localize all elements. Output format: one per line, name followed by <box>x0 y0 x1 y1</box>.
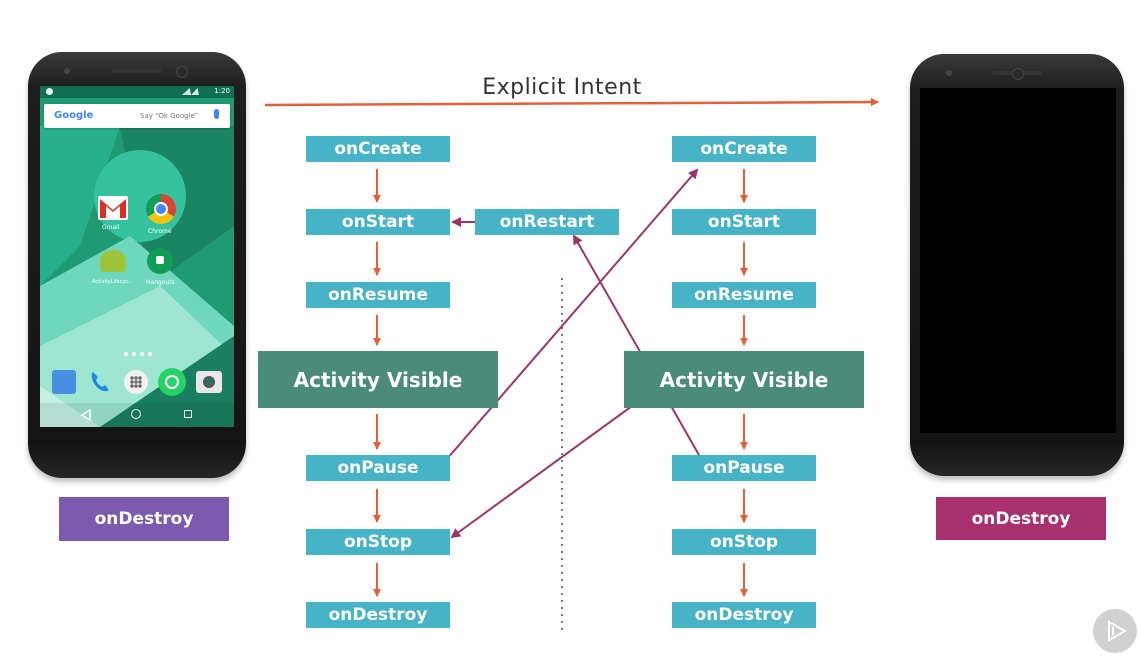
signal-icons <box>182 88 208 95</box>
gmail-icon[interactable] <box>98 196 128 220</box>
activity-b-onpause: onPause <box>672 455 816 481</box>
left-phone-speaker <box>112 69 162 73</box>
status-bar: 1:20 <box>40 86 234 98</box>
explicit-intent-arrow <box>264 98 879 107</box>
google-search-bar[interactable]: Google Say "Ok Google" <box>44 104 230 128</box>
right-phone-sensor <box>946 70 952 76</box>
back-icon[interactable] <box>80 409 92 421</box>
android-app-icon[interactable] <box>100 250 126 272</box>
notification-icon <box>46 88 53 95</box>
recents-icon[interactable] <box>184 410 192 418</box>
camera-icon[interactable] <box>196 371 222 393</box>
pause-to-create-arrow <box>439 168 699 468</box>
left-phone-camera <box>176 66 188 78</box>
chrome-label: Chrome <box>148 228 172 235</box>
left-phone-sensor <box>64 68 70 74</box>
right-phone-camera <box>1012 68 1024 80</box>
google-logo: Google <box>54 110 94 121</box>
right-phone <box>910 54 1124 476</box>
activity-a-onresume: onResume <box>306 282 450 308</box>
activity-b-onstop: onStop <box>672 529 816 555</box>
hangouts-glyph <box>156 256 164 264</box>
activity-a-onpause: onPause <box>306 455 450 481</box>
chrome-center <box>154 202 168 216</box>
apps-grid-icon[interactable] <box>124 370 148 394</box>
visible-to-stop-arrow <box>450 397 644 539</box>
nav-bar <box>40 403 234 427</box>
activity-a-onstart: onStart <box>306 209 450 235</box>
activitylifecycle-label: ActivityLifecyc... <box>92 279 133 285</box>
play-icon <box>1108 620 1127 642</box>
search-hint: Say "Ok Google" <box>140 112 199 120</box>
activity-a-onstop: onStop <box>306 529 450 555</box>
activity-b-onstart: onStart <box>672 209 816 235</box>
left-phone: 1:20 Google Say "Ok Google" Gmail Chrome… <box>28 52 246 478</box>
whatsapp-icon[interactable] <box>158 368 186 396</box>
phone-icon[interactable] <box>88 370 112 394</box>
activity-b-ondestroy: onDestroy <box>672 602 816 628</box>
hangouts-icon[interactable] <box>147 248 173 274</box>
activity-b-visible: Activity Visible <box>624 351 864 408</box>
hangouts-label: Hangouts <box>146 279 175 286</box>
activity-a-visible: Activity Visible <box>258 351 498 408</box>
activity-a-onrestart: onRestart <box>475 209 619 235</box>
contacts-icon[interactable] <box>52 370 76 394</box>
activity-a-ondestroy: onDestroy <box>306 602 450 628</box>
mic-icon[interactable] <box>214 109 219 119</box>
page-indicator <box>124 352 152 356</box>
right-phone-ondestroy: onDestroy <box>936 497 1106 540</box>
chrome-icon[interactable] <box>146 194 176 224</box>
activity-a-oncreate: onCreate <box>306 136 450 162</box>
left-phone-screen: 1:20 Google Say "Ok Google" Gmail Chrome… <box>40 86 234 427</box>
activity-b-oncreate: onCreate <box>672 136 816 162</box>
explicit-intent-title: Explicit Intent <box>482 74 642 100</box>
home-icon[interactable] <box>131 409 141 419</box>
left-phone-ondestroy: onDestroy <box>59 497 229 541</box>
status-time: 1:20 <box>214 87 230 95</box>
gmail-label: Gmail <box>102 224 120 231</box>
activity-b-onresume: onResume <box>672 282 816 308</box>
play-button[interactable] <box>1093 609 1137 653</box>
right-phone-screen <box>920 88 1116 433</box>
pause-to-restart-arrow <box>573 234 704 463</box>
